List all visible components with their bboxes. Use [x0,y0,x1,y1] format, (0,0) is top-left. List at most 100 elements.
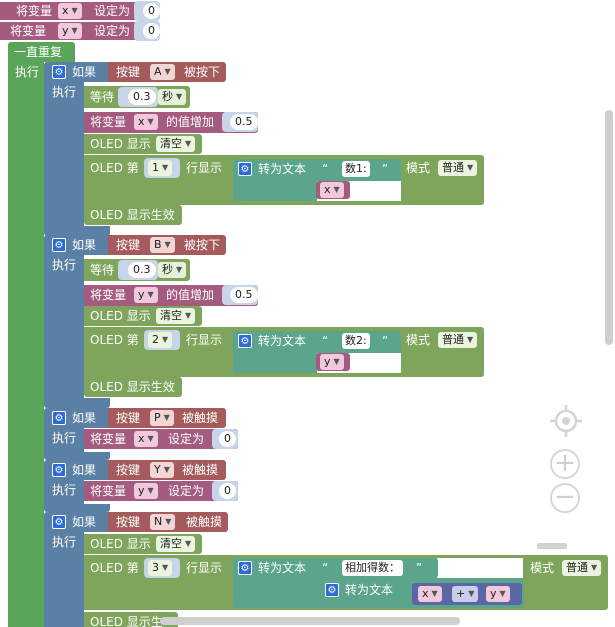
mode-dropdown[interactable]: 普通▼ [438,160,478,176]
math-add-block[interactable]: x▼ +▼ y▼ [412,583,522,605]
variable-dropdown-y[interactable]: y▼ [134,483,158,499]
oled-effect-block[interactable]: OLED 显示生效 [84,377,182,397]
variable-dropdown-x[interactable]: x▼ [134,431,158,447]
key-dropdown-b[interactable]: B▼ [150,237,175,253]
oled-show-label: OLED 显示 [90,537,151,551]
if-block-key-a[interactable]: ⚙ 如果 [44,62,108,82]
wait-block[interactable]: 等待 0.3 秒▼ [84,259,190,281]
variable-dropdown-x[interactable]: x▼ [58,3,82,19]
minus-icon[interactable]: − [550,483,580,513]
value-input-0[interactable]: 0 [219,431,236,447]
if-body-bar [44,478,84,508]
time-unit-dropdown[interactable]: 秒▼ [158,89,187,105]
vertical-scrollbar[interactable] [605,110,613,345]
gear-icon[interactable]: ⚙ [238,162,252,176]
to-text-label: 转为文本 [345,583,394,597]
gear-icon[interactable]: ⚙ [52,65,66,79]
oled-effect-block[interactable]: OLED 显示生 [84,612,178,627]
gear-icon[interactable]: ⚙ [325,583,339,597]
value-input-0[interactable]: 0 [143,23,160,39]
value-input-0[interactable]: 0 [143,3,160,19]
gear-icon[interactable]: ⚙ [52,238,66,252]
variable-dropdown-y[interactable]: y▼ [320,354,344,370]
plus-icon[interactable]: + [550,449,580,479]
if-block-key-b[interactable]: ⚙ 如果 [44,235,108,255]
mode-dropdown[interactable]: 普通▼ [438,332,478,348]
chevron-down-icon: ▼ [185,311,192,320]
string-block[interactable]: “ 相加得数： ” [318,558,438,578]
set-variable-y-block[interactable]: 将变量 y▼ 设定为 0 [84,481,238,501]
increment-variable-y-block[interactable]: 将变量 y▼ 的值增加 0.5 [84,285,258,306]
quote-open: “ [322,334,329,348]
gear-icon[interactable]: ⚙ [238,561,252,575]
key-touched-condition-n[interactable]: 按键 N▼ 被触摸 [108,512,228,532]
quote-open: “ [322,162,329,176]
key-dropdown-y[interactable]: Y▼ [150,462,174,478]
line-number-dropdown[interactable]: 2▼ [148,332,173,348]
line-number-dropdown[interactable]: 1▼ [148,160,173,176]
variable-dropdown-x[interactable]: x▼ [320,182,344,198]
increment-variable-x-block[interactable]: 将变量 x▼ 的值增加 0.5 [84,112,258,133]
variable-getter-y[interactable]: y▼ [316,353,350,371]
key-dropdown-p[interactable]: P▼ [150,410,174,426]
if-block-key-p[interactable]: ⚙ 如果 [44,408,108,428]
quote-open: “ [322,561,329,575]
set-variable-y-block[interactable]: 将变量 y▼ 设定为 0 [0,21,160,41]
target-icon[interactable] [550,405,582,437]
key-touched-condition-y[interactable]: 按键 Y▼ 被触摸 [108,460,226,480]
variable-dropdown-x[interactable]: x▼ [418,586,442,602]
wait-duration-input[interactable]: 0.3 [128,89,156,105]
set-var-label: 将变量 [90,484,127,498]
if-block-key-y[interactable]: ⚙ 如果 [44,460,108,480]
increment-label: 的值增加 [166,115,215,129]
key-touched-condition-p[interactable]: 按键 P▼ 被触摸 [108,408,226,428]
variable-dropdown-x[interactable]: x▼ [134,114,158,130]
oled-clear-dropdown[interactable]: 清空▼ [156,536,196,552]
set-variable-x-block[interactable]: 将变量 x▼ 设定为 0 [0,1,160,21]
line-number-dropdown[interactable]: 3▼ [148,560,173,576]
key-dropdown-n[interactable]: N▼ [150,514,176,530]
value-input-0[interactable]: 0 [219,483,236,499]
gear-icon[interactable]: ⚙ [52,463,66,477]
oled-clear-dropdown[interactable]: 清空▼ [156,136,196,152]
increment-value-input[interactable]: 0.5 [230,287,258,303]
key-dropdown-a[interactable]: A▼ [150,64,175,80]
string-block[interactable]: “ 数1: ” [318,159,400,179]
oled-clear-dropdown[interactable]: 清空▼ [156,308,196,324]
trash-icon[interactable] [537,543,567,549]
time-unit-dropdown[interactable]: 秒▼ [158,262,187,278]
variable-dropdown-y[interactable]: y▼ [134,287,158,303]
gear-icon[interactable]: ⚙ [52,411,66,425]
oled-effect-block[interactable]: OLED 显示生效 [84,205,182,225]
set-var-label: 将变量 [10,24,47,38]
variable-dropdown-y[interactable]: y▼ [486,586,510,602]
oled-show-clear-block[interactable]: OLED 显示 清空▼ [84,534,202,554]
increment-value-input[interactable]: 0.5 [230,114,258,130]
horizontal-scrollbar[interactable] [160,617,460,625]
mode-dropdown[interactable]: 普通▼ [562,560,602,576]
set-variable-x-block[interactable]: 将变量 x▼ 设定为 0 [84,429,238,449]
chevron-down-icon: ▼ [163,413,170,422]
wait-duration-input[interactable]: 0.3 [128,262,156,278]
gear-icon[interactable]: ⚙ [238,334,252,348]
forever-loop-block[interactable]: 一直重复 [8,42,75,62]
row-show-label: 行显示 [186,333,223,347]
wait-label: 等待 [90,90,115,104]
variable-getter-x[interactable]: x▼ [316,181,350,199]
oled-show-clear-block[interactable]: OLED 显示 清空▼ [84,306,202,326]
variable-dropdown-y[interactable]: y▼ [58,23,82,39]
operator-dropdown[interactable]: +▼ [452,586,479,602]
string-block[interactable]: “ 数2: ” [318,331,400,351]
key-pressed-condition-b[interactable]: 按键 B▼ 被按下 [108,235,226,255]
quote-close: ” [416,561,423,575]
chevron-down-icon: ▼ [333,185,340,194]
wait-block[interactable]: 等待 0.3 秒▼ [84,86,190,108]
key-pressed-condition-a[interactable]: 按键 A▼ 被按下 [108,62,226,82]
text-value-input[interactable]: 相加得数： [342,560,403,576]
oled-show-clear-block[interactable]: OLED 显示 清空▼ [84,134,202,154]
gear-icon[interactable]: ⚙ [52,515,66,529]
text-value-input[interactable]: 数2: [342,333,370,349]
if-block-key-n[interactable]: ⚙ 如果 [44,512,108,532]
text-value-input[interactable]: 数1: [342,161,370,177]
